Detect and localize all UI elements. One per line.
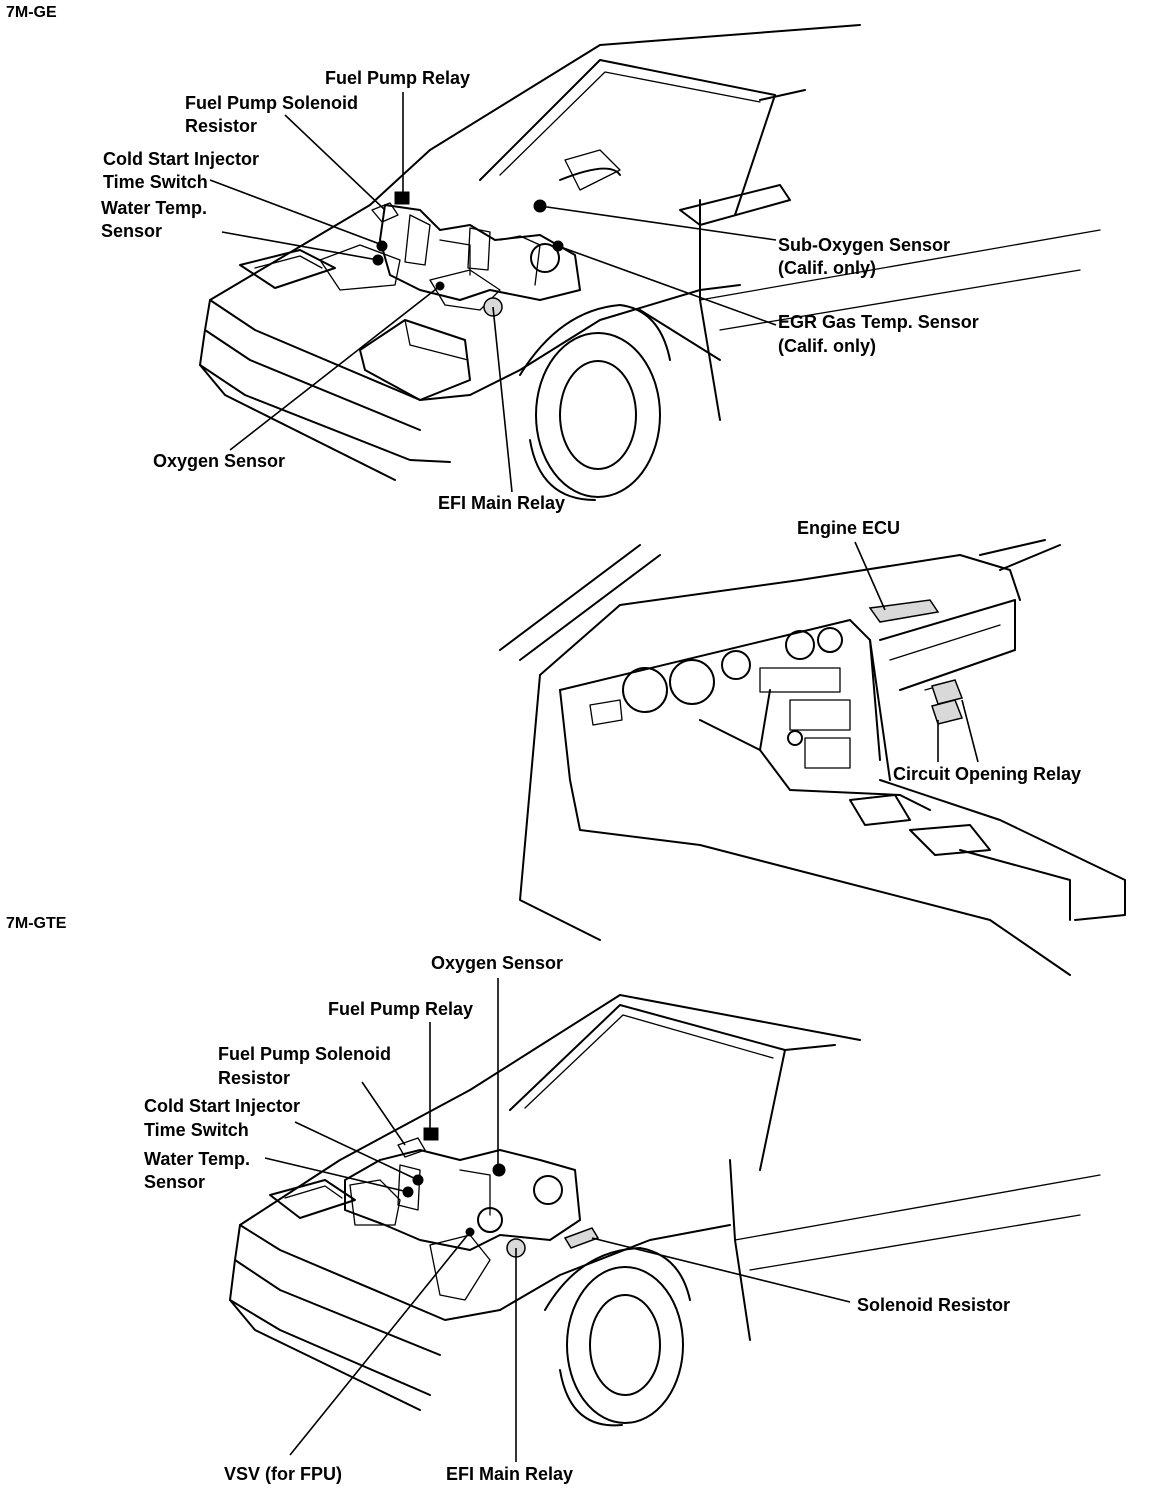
- bottom-car-illustration: [229, 994, 1101, 1427]
- bottom-leader-lines: [264, 978, 851, 1462]
- label-fuel-pump-relay-gte: Fuel Pump Relay: [328, 999, 474, 1019]
- section-title-7m-gte: 7M-GTE: [6, 915, 67, 932]
- label-fuel-pump-solenoid-resistor-line2: Resistor: [185, 116, 258, 136]
- label-fuel-pump-solenoid-resistor-gte: Fuel Pump Solenoid: [218, 1044, 392, 1064]
- label-sub-oxygen-sensor-line2: (Calif. only): [778, 258, 876, 278]
- label-water-temp-sensor-gte: Water Temp.: [144, 1149, 251, 1169]
- label-cold-start-injector-line2: Time Switch: [103, 172, 208, 192]
- label-fuel-pump-solenoid-resistor: Fuel Pump Solenoid: [185, 93, 359, 113]
- label-egr-gas-temp-sensor: EGR Gas Temp. Sensor: [778, 312, 979, 332]
- label-water-temp-sensor-gte-line2: Sensor: [144, 1172, 206, 1192]
- section-title-7m-ge: 7M-GE: [6, 4, 57, 21]
- label-engine-ecu: Engine ECU: [797, 518, 901, 538]
- label-cold-start-injector: Cold Start Injector: [103, 149, 260, 169]
- top-car-illustration: [199, 24, 1101, 501]
- label-water-temp-sensor: Water Temp.: [101, 198, 208, 218]
- top-leader-lines: [209, 92, 777, 493]
- label-oxygen-sensor: Oxygen Sensor: [153, 451, 286, 471]
- dashboard-illustration: [499, 539, 1126, 976]
- label-fuel-pump-relay: Fuel Pump Relay: [325, 68, 471, 88]
- label-vsv-for-fpu: VSV (for FPU): [224, 1464, 343, 1484]
- label-solenoid-resistor: Solenoid Resistor: [857, 1295, 1011, 1315]
- label-water-temp-sensor-line2: Sensor: [101, 221, 163, 241]
- dashboard-leader-lines: [854, 541, 979, 763]
- label-cold-start-injector-gte: Cold Start Injector: [144, 1096, 301, 1116]
- label-oxygen-sensor-gte: Oxygen Sensor: [431, 953, 564, 973]
- label-efi-main-relay-gte: EFI Main Relay: [446, 1464, 574, 1484]
- label-sub-oxygen-sensor: Sub-Oxygen Sensor: [778, 235, 951, 255]
- label-circuit-opening-relay: Circuit Opening Relay: [893, 764, 1082, 784]
- label-egr-gas-temp-sensor-line2: (Calif. only): [778, 336, 876, 356]
- label-cold-start-injector-gte-line2: Time Switch: [144, 1120, 249, 1140]
- label-efi-main-relay: EFI Main Relay: [438, 493, 566, 513]
- label-fuel-pump-solenoid-resistor-gte-line2: Resistor: [218, 1068, 291, 1088]
